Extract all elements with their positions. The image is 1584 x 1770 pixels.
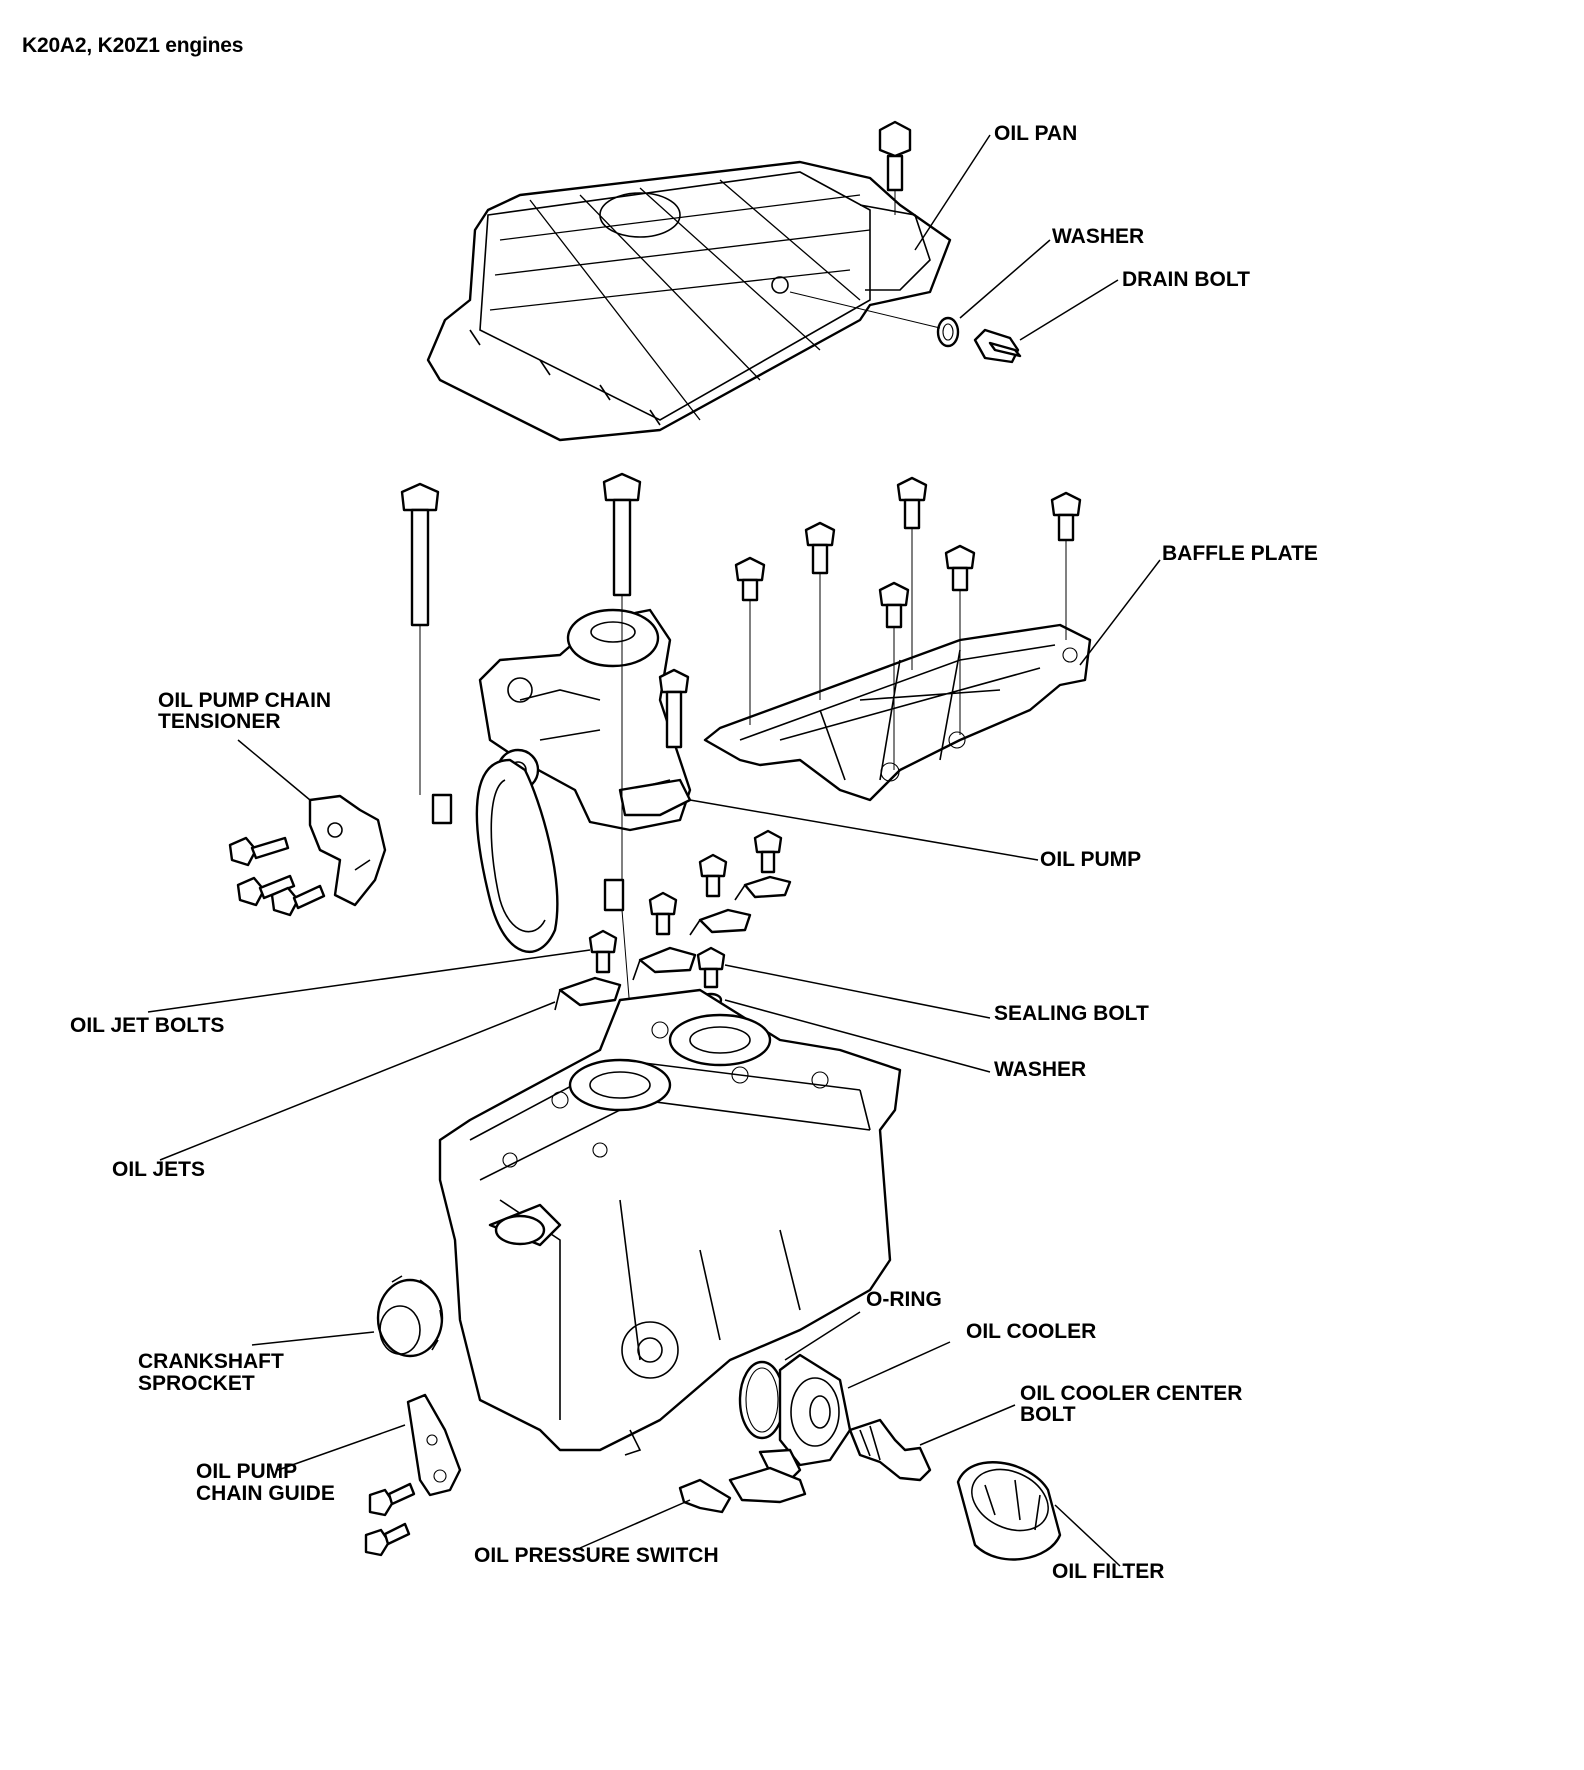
engine-block-illustration xyxy=(438,988,902,1456)
oil-jet-bolts-illustration xyxy=(588,829,783,974)
label-oil-pump: OIL PUMP xyxy=(1040,848,1141,871)
label-oil-jet-bolts: OIL JET BOLTS xyxy=(70,1014,224,1037)
oil-cooler-illustration xyxy=(758,1353,852,1482)
label-oil-filter: OIL FILTER xyxy=(1052,1560,1164,1583)
chain-guide-illustration xyxy=(406,1393,462,1497)
tensioner-bolts-illustration xyxy=(228,836,326,917)
chain-guide-bolts-illustration xyxy=(364,1482,416,1557)
label-tensioner-line2: TENSIONER xyxy=(158,710,281,733)
label-baffle-plate: BAFFLE PLATE xyxy=(1162,542,1318,565)
label-guide-line1: OIL PUMP xyxy=(196,1460,297,1483)
oil-pump-chain-illustration xyxy=(475,758,559,954)
drain-washer-illustration xyxy=(936,316,960,348)
drain-bolt-illustration xyxy=(789,291,1022,364)
label-tensioner-line1: OIL PUMP CHAIN xyxy=(158,689,331,712)
label-center-bolt-line1: OIL COOLER CENTER xyxy=(1020,1382,1242,1405)
label-guide-line2: CHAIN GUIDE xyxy=(196,1482,335,1505)
label-sprocket-line2: SPROCKET xyxy=(138,1372,255,1395)
oil-pan-illustration xyxy=(426,160,952,442)
label-center-bolt-line2: BOLT xyxy=(1020,1403,1076,1426)
label-sprocket-line1: CRANKSHAFT xyxy=(138,1350,284,1373)
oil-filter-illustration xyxy=(956,1461,1062,1561)
sealing-bolt-illustration xyxy=(696,946,726,989)
oil-pressure-switch-illustration xyxy=(678,1466,807,1514)
part-labels: OIL PAN WASHER DRAIN BOLT BAFFLE PLATE O… xyxy=(70,122,1318,1583)
baffle-plate-illustration xyxy=(703,623,1092,802)
oil-jets-illustration xyxy=(554,875,792,1011)
label-sealing-bolt: SEALING BOLT xyxy=(994,1002,1149,1025)
label-oil-pressure-switch: OIL PRESSURE SWITCH xyxy=(474,1544,719,1567)
label-washer-top: WASHER xyxy=(1052,225,1144,248)
baffle-bolts-illustration xyxy=(734,476,1082,770)
label-washer-middle: WASHER xyxy=(994,1058,1086,1081)
label-drain-bolt: DRAIN BOLT xyxy=(1122,268,1250,291)
label-oil-jets: OIL JETS xyxy=(112,1158,205,1181)
label-oil-pan: OIL PAN xyxy=(994,122,1077,145)
label-oil-cooler: OIL COOLER xyxy=(966,1320,1096,1343)
diagram-title: K20A2, K20Z1 engines xyxy=(22,34,244,57)
oil-cooler-center-bolt-illustration xyxy=(848,1418,932,1482)
leader-lines xyxy=(147,134,1161,1567)
chain-tensioner-illustration xyxy=(308,794,387,907)
oil-pan-bolt-illustration xyxy=(878,120,912,215)
crankshaft-sprocket-illustration xyxy=(376,1275,444,1358)
o-ring-illustration xyxy=(738,1360,786,1440)
label-o-ring: O-RING xyxy=(866,1288,942,1311)
oil-pump-bolts-illustration xyxy=(400,472,690,1011)
